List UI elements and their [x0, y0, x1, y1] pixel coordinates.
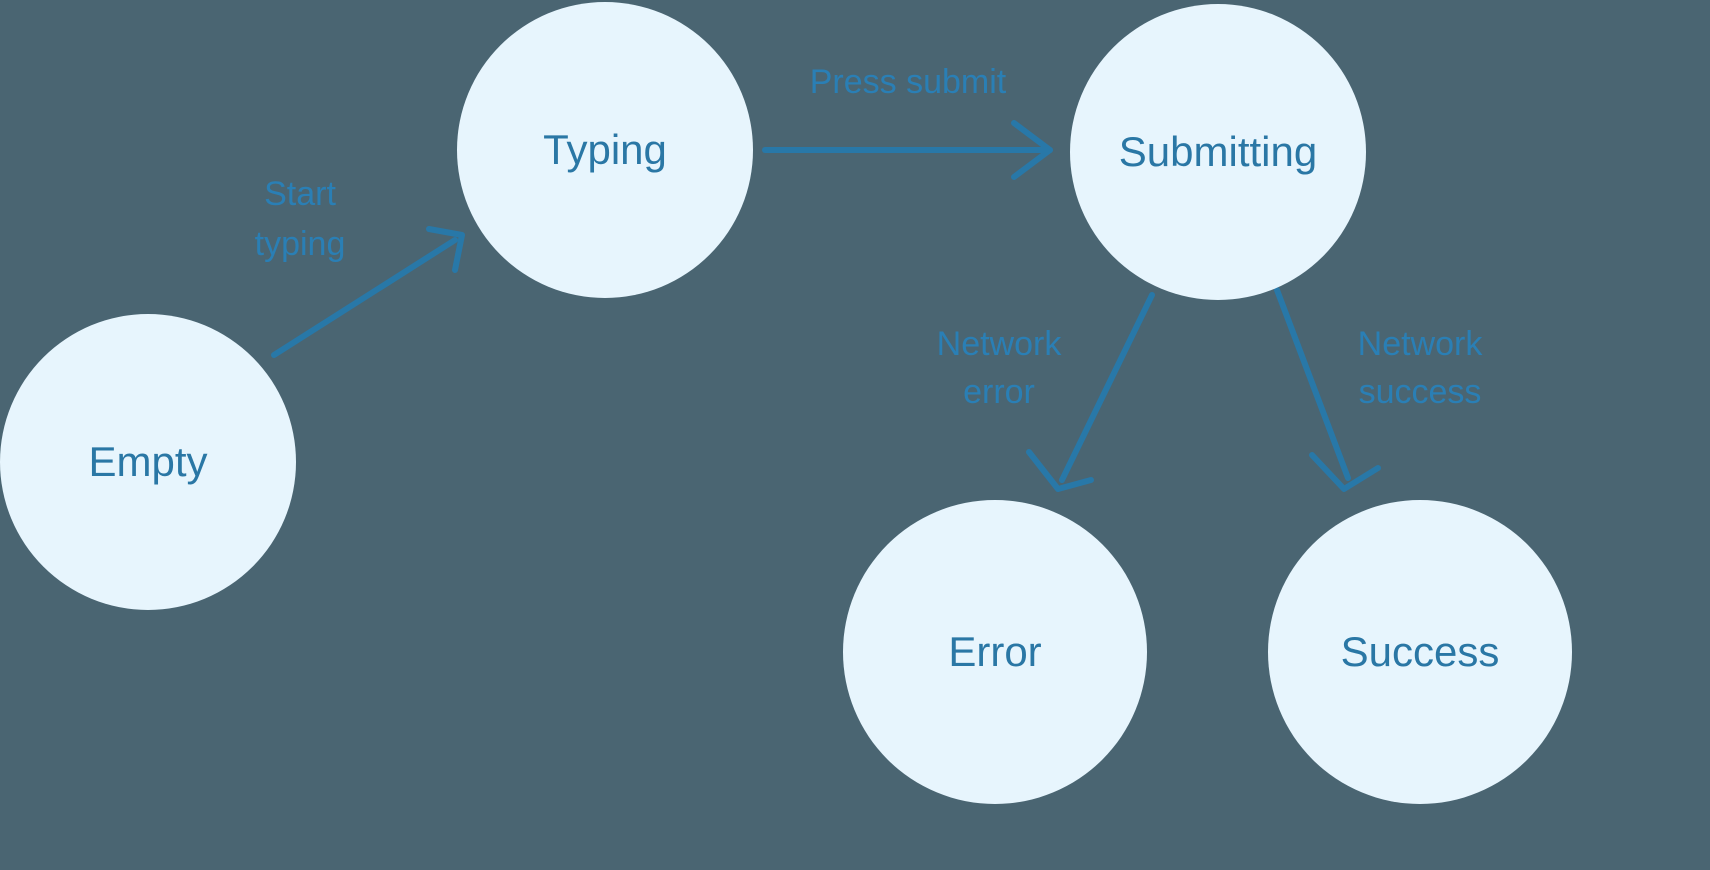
edge-submitting-to-error-arrowhead — [1026, 449, 1094, 492]
state-node-empty[interactable]: Empty — [0, 314, 296, 610]
state-label-empty: Empty — [88, 438, 207, 485]
edge-label-typing-to-submitting: Press submit — [810, 63, 1007, 101]
edge-label-submitting-to-success: Network success — [1358, 325, 1484, 411]
edge-label-empty-to-typing-line-1: Start — [264, 175, 336, 213]
edge-label-submitting-to-error-line-1: Network — [937, 325, 1063, 363]
state-label-typing: Typing — [543, 126, 667, 173]
edge-empty-to-typing-line — [271, 237, 458, 358]
edge-empty-to-typing — [271, 226, 465, 358]
edge-label-typing-to-submitting-line-1: Press submit — [810, 63, 1007, 101]
edge-submitting-to-success-line — [1274, 287, 1351, 481]
state-circle-success[interactable] — [1268, 500, 1572, 804]
state-node-typing[interactable]: Typing — [457, 2, 753, 298]
state-node-success[interactable]: Success — [1268, 500, 1572, 804]
edge-typing-to-submitting-arrowhead — [1011, 120, 1053, 180]
edge-label-submitting-to-error-line-2: error — [963, 373, 1035, 411]
state-label-submitting: Submitting — [1119, 128, 1317, 175]
edge-typing-to-submitting — [762, 120, 1053, 180]
state-circle-empty[interactable] — [0, 314, 296, 610]
edge-label-submitting-to-success-line-1: Network — [1358, 325, 1484, 363]
edge-label-submitting-to-error: Network error — [937, 325, 1063, 411]
edge-submitting-to-success-arrowhead — [1309, 452, 1381, 492]
edge-empty-to-typing-arrowhead — [426, 226, 465, 273]
state-circle-typing[interactable] — [457, 2, 753, 298]
edge-submitting-to-error-line — [1059, 292, 1155, 483]
edge-label-empty-to-typing: Start typing — [255, 175, 346, 263]
state-node-submitting[interactable]: Submitting — [1070, 4, 1366, 300]
state-label-error: Error — [948, 628, 1041, 675]
edge-submitting-to-error — [1026, 292, 1155, 492]
state-node-error[interactable]: Error — [843, 500, 1147, 804]
edge-submitting-to-success — [1274, 287, 1381, 492]
edge-label-submitting-to-success-line-2: success — [1359, 373, 1482, 411]
state-circle-error[interactable] — [843, 500, 1147, 804]
edge-label-empty-to-typing-line-2: typing — [255, 225, 346, 263]
state-label-success: Success — [1341, 628, 1500, 675]
state-circle-submitting[interactable] — [1070, 4, 1366, 300]
